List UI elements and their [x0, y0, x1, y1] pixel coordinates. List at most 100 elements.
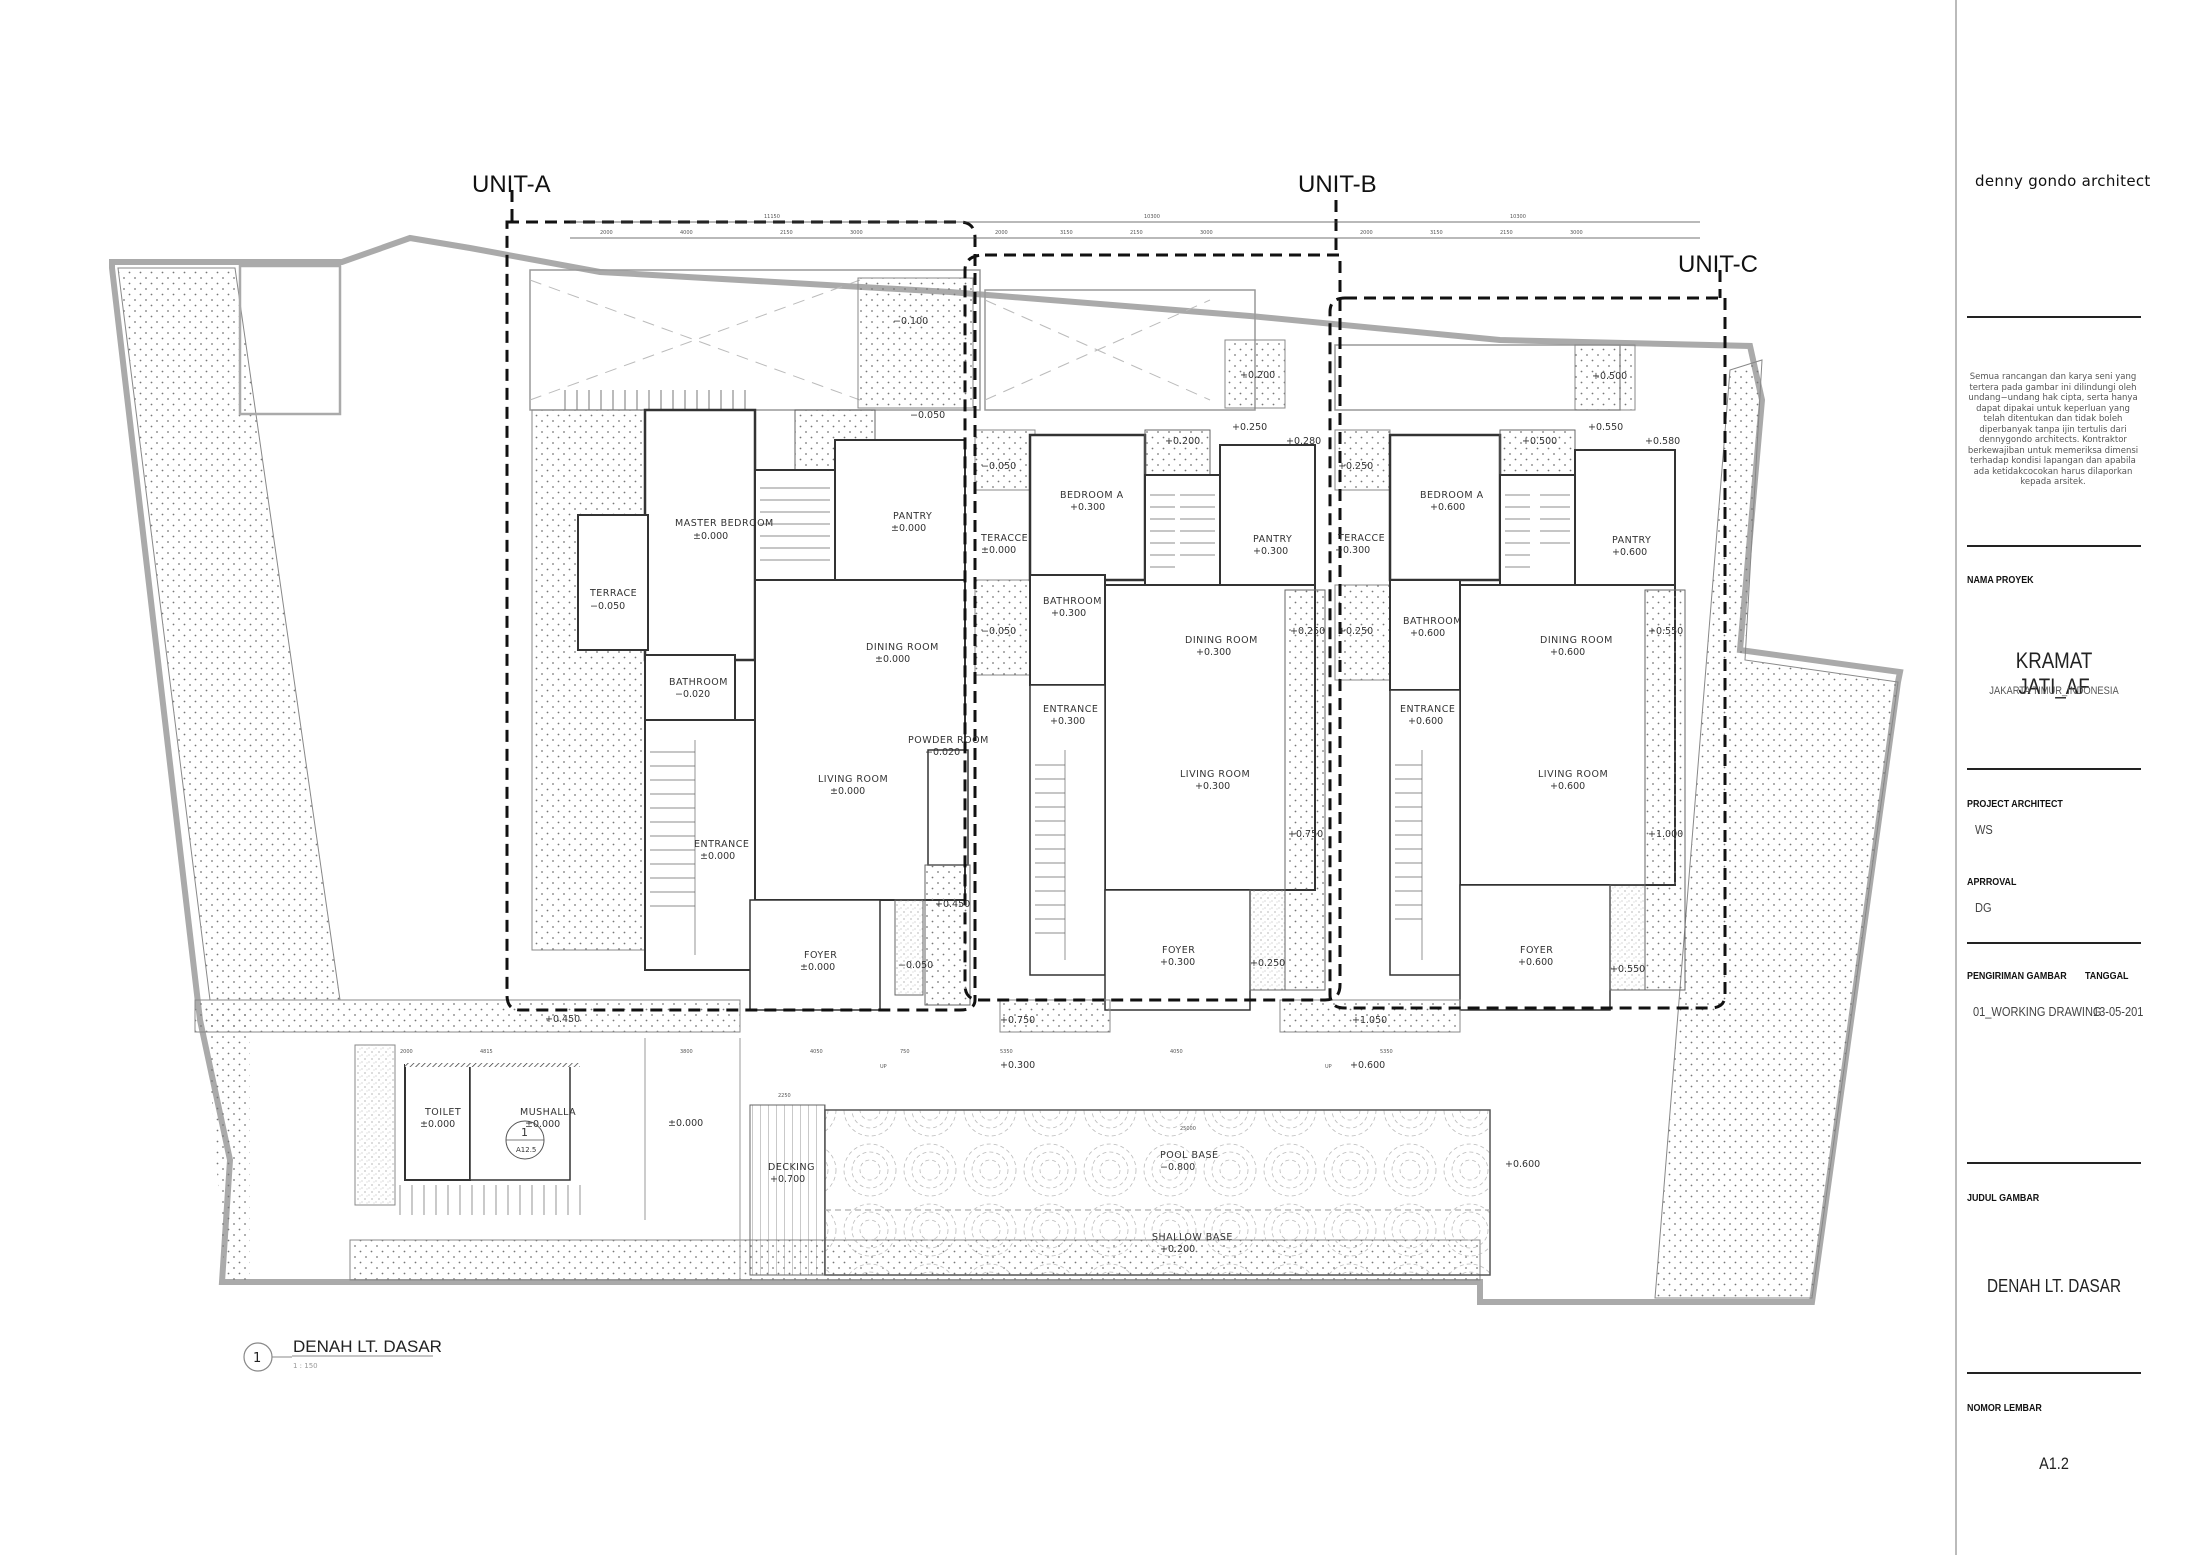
svg-text:+0.550: +0.550 [1648, 626, 1683, 637]
svg-text:UP: UP [1325, 1064, 1332, 1070]
svg-text:±0.000: ±0.000 [700, 851, 735, 862]
svg-text:+0.300: +0.300 [1195, 781, 1230, 792]
svg-text:+1.050: +1.050 [1352, 1015, 1387, 1026]
unit-c-label: UNIT-C [1678, 251, 1758, 278]
svg-text:A12.5: A12.5 [516, 1146, 536, 1154]
svg-text:+0.250: +0.250 [1338, 626, 1373, 637]
svg-text:BATHROOM: BATHROOM [1043, 596, 1102, 607]
svg-text:TERRACE: TERRACE [589, 588, 637, 599]
svg-text:±0.000: ±0.000 [420, 1119, 455, 1130]
top-dimension-text: 11150 10300 10300 2000 4000 2150 3000 20… [600, 214, 1583, 236]
svg-text:10300: 10300 [1144, 214, 1160, 220]
drawing-caption: 1 DENAH LT. DASAR 1 : 150 [243, 1337, 442, 1372]
svg-text:2250: 2250 [778, 1093, 791, 1099]
drawing-title: DENAH LT. DASAR [1986, 1276, 2122, 1296]
svg-text:+0.200: +0.200 [1160, 1244, 1195, 1255]
svg-text:DINING ROOM: DINING ROOM [1540, 635, 1613, 646]
unit-a-plan [529, 269, 981, 1011]
svg-text:BATHROOM: BATHROOM [1403, 616, 1462, 627]
issue-value: 01_WORKING DRAWING [1973, 1004, 2102, 1019]
svg-text:+0.600: +0.600 [1612, 547, 1647, 558]
svg-text:+0.300: +0.300 [1196, 647, 1231, 658]
approval-value: DG [1975, 900, 1992, 915]
svg-text:LIVING ROOM: LIVING ROOM [1180, 769, 1250, 780]
svg-text:+0.580: +0.580 [1645, 436, 1680, 447]
date-label: TANGGAL [2085, 970, 2129, 982]
svg-text:2000: 2000 [400, 1049, 413, 1055]
svg-text:±0.000: ±0.000 [830, 786, 865, 797]
svg-text:+0.250: +0.250 [1290, 626, 1325, 637]
drawing-caption-title: DENAH LT. DASAR [293, 1337, 442, 1356]
divider [1967, 1372, 2141, 1374]
site-amenities [354, 1038, 1491, 1280]
svg-text:BEDROOM A: BEDROOM A [1420, 490, 1484, 501]
svg-text:−0.020: −0.020 [925, 747, 960, 758]
unit-a-room-labels: MASTER BEDROOM ±0.000 TERRACE −0.050 BAT… [545, 316, 988, 1025]
svg-text:+0.600: +0.600 [1430, 502, 1465, 513]
svg-text:PANTRY: PANTRY [1253, 534, 1292, 545]
svg-text:25000: 25000 [1180, 1126, 1196, 1132]
floor-plan-drawing: 11150 10300 10300 2000 4000 2150 3000 20… [109, 171, 1904, 1372]
svg-text:SHALLOW BASE: SHALLOW BASE [1152, 1232, 1233, 1243]
svg-text:2150: 2150 [1500, 230, 1513, 236]
svg-text:+0.600: +0.600 [1550, 781, 1585, 792]
divider [1967, 768, 2141, 770]
svg-text:BEDROOM A: BEDROOM A [1060, 490, 1124, 501]
svg-text:750: 750 [900, 1049, 910, 1055]
svg-text:ENTRANCE: ENTRANCE [1400, 704, 1455, 715]
svg-text:±0.000: ±0.000 [981, 545, 1016, 556]
svg-text:5350: 5350 [1380, 1049, 1393, 1055]
unit-c-plan [1279, 344, 1686, 1033]
divider [1967, 545, 2141, 547]
svg-text:MASTER BEDROOM: MASTER BEDROOM [675, 518, 774, 529]
svg-text:+0.600: +0.600 [1505, 1159, 1540, 1170]
svg-text:±0.000: ±0.000 [891, 523, 926, 534]
svg-text:2150: 2150 [780, 230, 793, 236]
svg-text:5350: 5350 [1000, 1049, 1013, 1055]
svg-text:+0.600: +0.600 [1518, 957, 1553, 968]
svg-text:4000: 4000 [680, 230, 693, 236]
bottom-dimension-text: 2000 4815 3800 4050 750 5350 4050 5350 [400, 1049, 1393, 1055]
divider [1967, 316, 2141, 318]
svg-text:+0.300: +0.300 [1000, 1060, 1035, 1071]
svg-text:+0.450: +0.450 [935, 899, 970, 910]
top-dimension-lines [570, 221, 1700, 239]
svg-text:1 : 150: 1 : 150 [293, 1362, 318, 1370]
svg-text:+1.000: +1.000 [1648, 829, 1683, 840]
svg-text:DINING ROOM: DINING ROOM [1185, 635, 1258, 646]
svg-text:2000: 2000 [1360, 230, 1373, 236]
svg-text:FOYER: FOYER [804, 950, 837, 961]
unit-a-label: UNIT-A [472, 171, 551, 198]
svg-text:+0.600: +0.600 [1408, 716, 1443, 727]
svg-text:3150: 3150 [1060, 230, 1073, 236]
divider [1967, 1162, 2141, 1164]
project-location: JAKARTA TIMUR_INDONESIA [1989, 685, 2119, 697]
svg-text:DINING ROOM: DINING ROOM [866, 642, 939, 653]
svg-text:FOYER: FOYER [1520, 945, 1553, 956]
svg-text:3000: 3000 [1570, 230, 1583, 236]
sheet-number: A1.2 [2039, 1454, 2069, 1473]
svg-text:3800: 3800 [680, 1049, 693, 1055]
svg-text:10300: 10300 [1510, 214, 1526, 220]
svg-text:3000: 3000 [1200, 230, 1213, 236]
svg-text:UP: UP [880, 1064, 887, 1070]
svg-text:3000: 3000 [850, 230, 863, 236]
site-labels: TOILET ±0.000 MUSHALLA ±0.000 1 A12.5 ±0… [420, 1064, 1332, 1255]
svg-text:−0.050: −0.050 [590, 601, 625, 612]
svg-text:TOILET: TOILET [424, 1107, 461, 1118]
svg-text:2000: 2000 [600, 230, 613, 236]
svg-text:+0.300: +0.300 [1070, 502, 1105, 513]
sheet-number-label: NOMOR LEMBAR [1967, 1402, 2042, 1414]
svg-text:+0.250: +0.250 [1232, 422, 1267, 433]
svg-text:ENTRANCE: ENTRANCE [694, 839, 749, 850]
svg-text:+0.550: +0.550 [1610, 964, 1645, 975]
svg-text:±0.000: ±0.000 [875, 654, 910, 665]
svg-text:LIVING ROOM: LIVING ROOM [818, 774, 888, 785]
svg-text:±0.000: ±0.000 [693, 531, 728, 542]
svg-text:+0.250: +0.250 [1338, 461, 1373, 472]
svg-text:POOL BASE: POOL BASE [1160, 1150, 1219, 1161]
svg-text:DECKING: DECKING [768, 1162, 815, 1173]
svg-text:PANTRY: PANTRY [1612, 535, 1651, 546]
unit-b-room-labels: BEDROOM A +0.300 TERACCE ±0.000 BATHROOM… [980, 370, 1325, 1071]
svg-text:±0.000: ±0.000 [668, 1118, 703, 1129]
